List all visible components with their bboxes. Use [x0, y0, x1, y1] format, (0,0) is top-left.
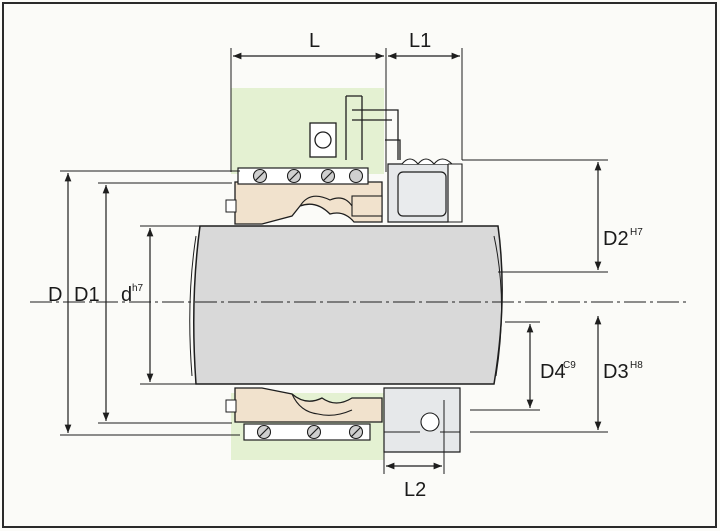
shaft [193, 225, 503, 385]
label-d-tolerance: h7 [132, 283, 144, 294]
housing-top [309, 95, 401, 160]
spring-top [237, 167, 369, 185]
label-D3: D3 [603, 361, 629, 383]
seat-bottom [383, 387, 461, 453]
seal-head-bottom [234, 387, 383, 423]
green-zone-top [231, 88, 384, 174]
label-L2: L2 [404, 479, 426, 501]
label-D: D [48, 284, 62, 306]
label-D4: D4 [540, 361, 566, 383]
label-d: d [121, 284, 132, 306]
shaft-hatch-left [189, 235, 197, 377]
label-D1: D1 [74, 284, 100, 306]
seat-top [387, 158, 463, 223]
label-D2-tolerance: H7 [630, 227, 643, 238]
label-D2: D2 [603, 228, 629, 250]
label-D3-tolerance: H8 [630, 360, 643, 371]
shaft-hatch-right [493, 235, 502, 377]
label-L1: L1 [409, 30, 431, 52]
label-L: L [309, 30, 320, 52]
spring-bottom [243, 423, 371, 441]
label-D4-tolerance: C9 [563, 360, 576, 371]
extension-lines [60, 48, 608, 474]
dimension-lines [64, 52, 602, 470]
